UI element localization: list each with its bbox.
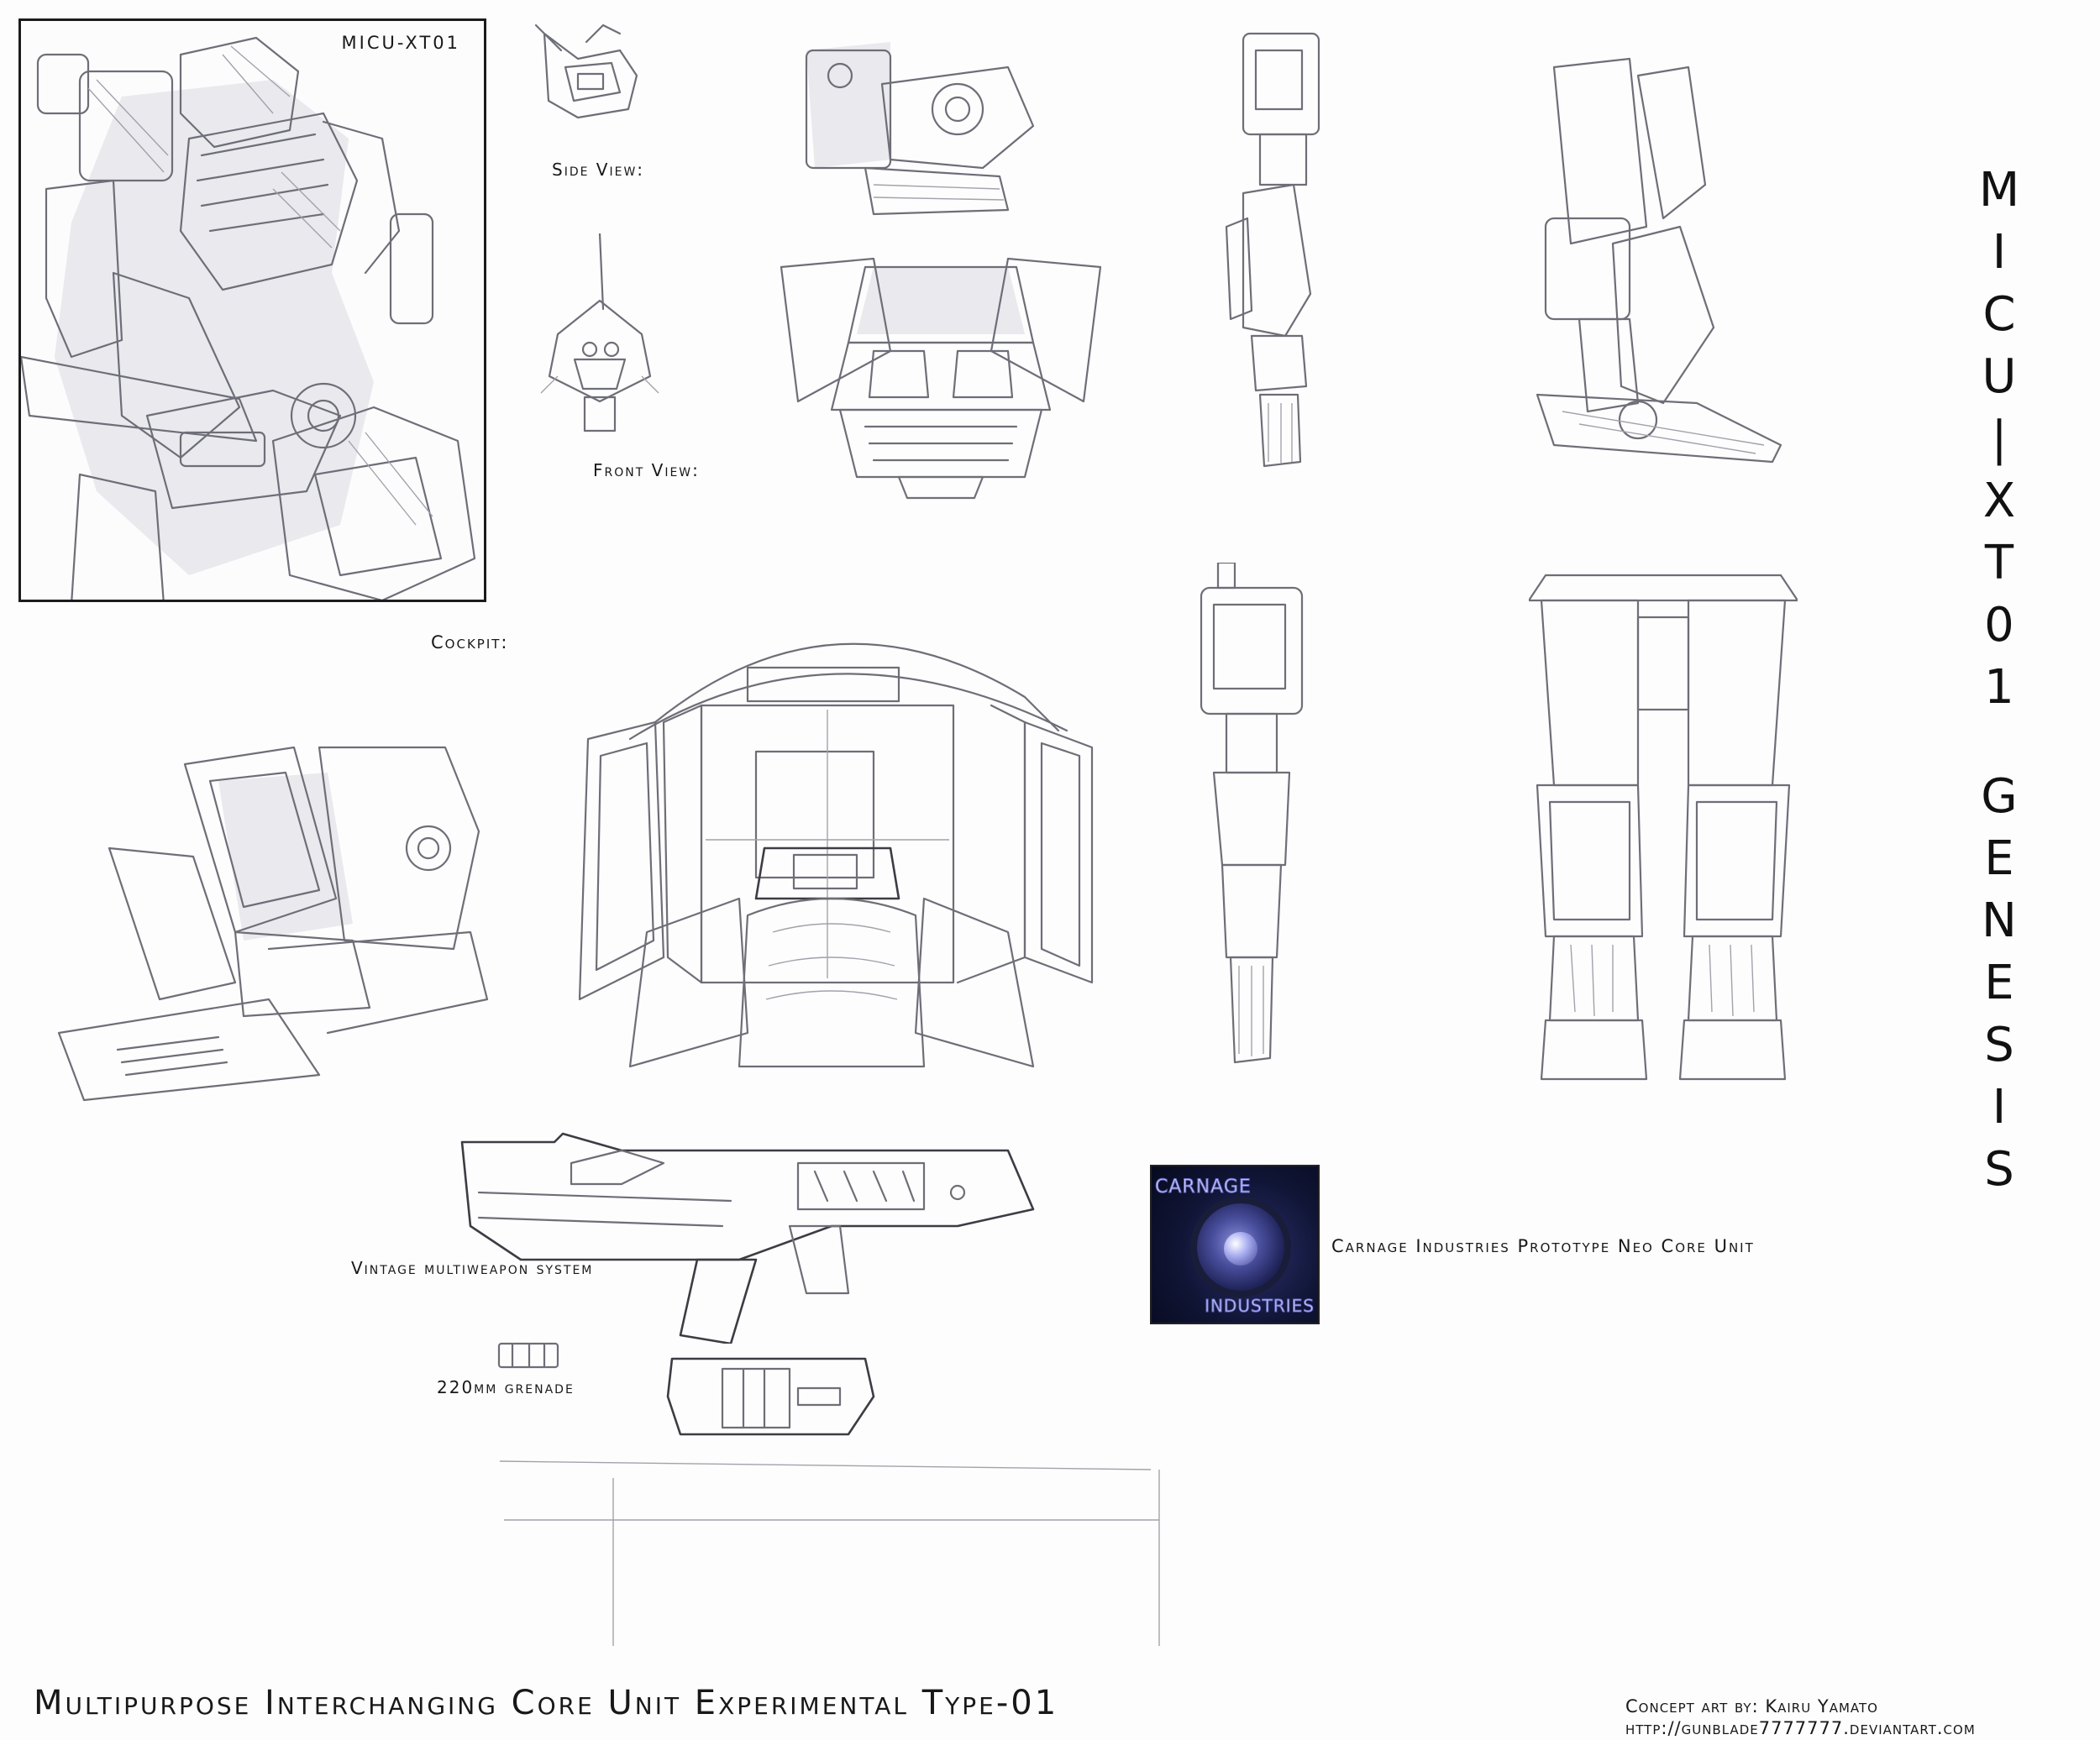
footer-url: http://gunblade7777777.deviantart.com [1625,1718,1976,1738]
vertical-title-char: N [1982,894,2017,948]
cockpit-label: Cockpit: [431,632,509,652]
mech-illustration-frame: MICU-XT01 [18,18,486,602]
arm-side-sketch [1210,17,1336,487]
grenade-label: 220mm grenade [437,1377,575,1397]
vertical-title-char: E [1984,831,2014,886]
vertical-title-char: G [1981,769,2018,824]
front-view-label: Front View: [593,460,700,480]
side-view-label: Side View: [552,160,645,180]
vertical-title: M I C U | X T 0 1 G E N E S I S [1953,160,2045,1201]
vertical-title-char: U [1982,349,2017,404]
vertical-title-char: E [1984,956,2014,1010]
vertical-title-char: 1 [1984,660,2014,715]
torso-front-sketch [773,250,1109,502]
unfinished-sketch-lines [496,1453,1168,1646]
logo-caption: Carnage Industries Prototype Neo Core Un… [1331,1236,1755,1256]
cockpit-seat-sketch [50,731,521,1108]
vertical-title-char: C [1982,287,2016,342]
vertical-title-char: I [1992,225,2007,280]
multiweapon-rifle-sketch [454,1125,1042,1344]
frame-label: MICU-XT01 [341,33,460,53]
logo-word-bottom: INDUSTRIES [1205,1296,1315,1317]
mech-full-body-sketch [21,36,476,600]
vertical-title-char: S [1984,1018,2014,1072]
vertical-title-char: S [1984,1142,2014,1197]
head-side-small-sketch [528,17,645,126]
weapon-magazine-sketch [664,1350,882,1443]
cockpit-interior-sketch [554,563,1109,1083]
head-front-small-sketch [533,233,667,435]
grenade-round-sketch [496,1340,561,1371]
logo-word-top: CARNAGE [1155,1177,1252,1198]
footer-credit: Concept art by: Kairu Yamato [1625,1696,1878,1716]
leg-side-sketch [1529,50,1798,479]
vertical-title-char: M [1978,163,2020,218]
torso-side-sketch [790,34,1042,218]
vertical-title-char: X [1982,474,2016,528]
legs-front-sketch [1529,567,1798,1092]
vertical-title-char: I [1992,1080,2007,1135]
footer-title: Multipurpose Interchanging Core Unit Exp… [34,1684,1059,1722]
vertical-title-char: | [1991,411,2008,466]
vertical-title-char: 0 [1984,598,2014,652]
logo-orb-icon [1224,1232,1257,1266]
arm-front-sketch [1193,563,1310,1067]
vertical-title-char: T [1984,536,2014,590]
weapon-label: Vintage multiweapon system [351,1258,594,1278]
carnage-industries-logo: CARNAGE INDUSTRIES [1150,1165,1320,1324]
